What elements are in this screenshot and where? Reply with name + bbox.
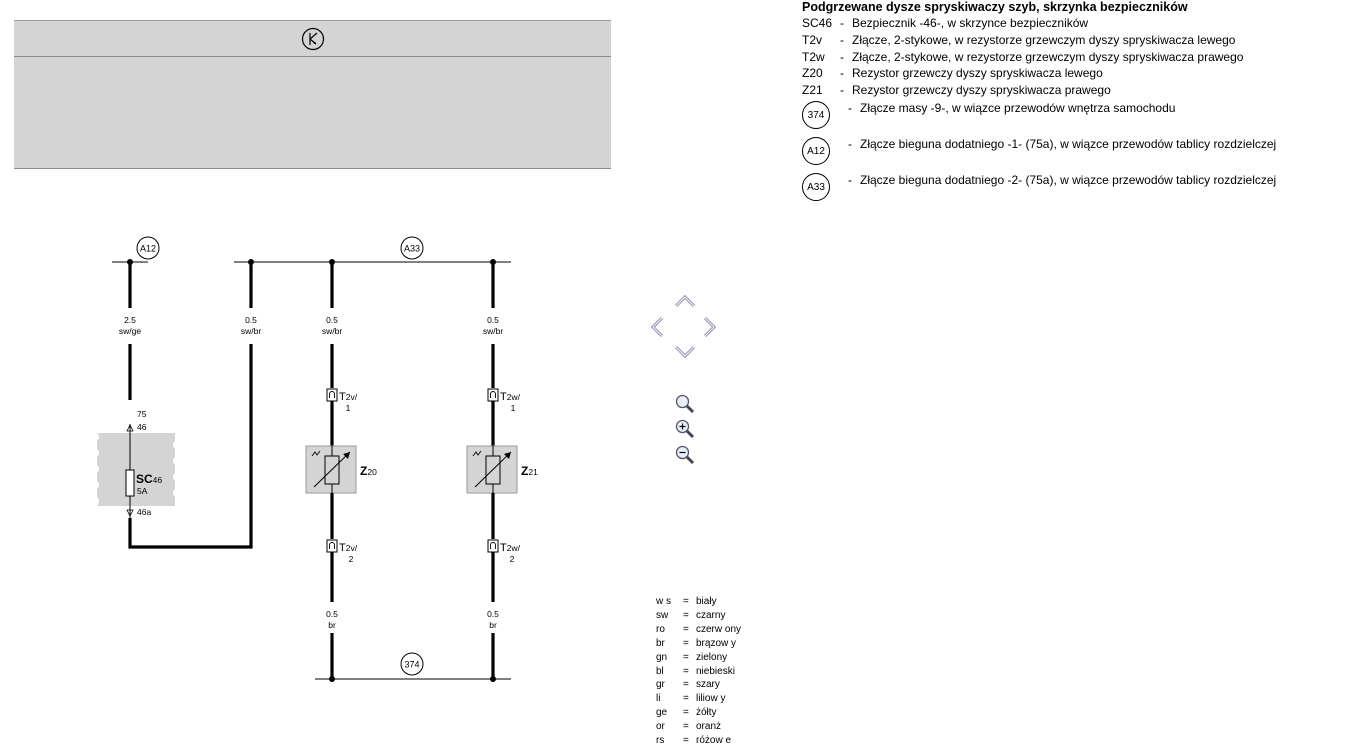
color-row: gn=zielony bbox=[656, 651, 728, 663]
fuse-pin-label: 46a bbox=[137, 507, 151, 517]
diagram-title: Podgrzewane dysze spryskiwaczy szyb, skr… bbox=[802, 0, 1188, 14]
wire-color-legend: w s=biały sw=czarny ro=czerw ony br=brąz… bbox=[656, 595, 741, 748]
legend-row: SC46 - Bezpiecznik -46-, w skrzynce bezp… bbox=[802, 16, 1089, 30]
color-row: or=oranż bbox=[656, 721, 722, 733]
legend-code: T2v bbox=[802, 32, 823, 47]
legend-text: Rezystor grzewczy dyszy spryskiwacza lew… bbox=[852, 66, 1103, 81]
connector-label: T2v/ bbox=[339, 542, 358, 554]
wire-color-label: br bbox=[489, 620, 497, 630]
navigation-controls bbox=[648, 290, 723, 470]
svg-text:374: 374 bbox=[404, 660, 419, 670]
color-row: ge=żółty bbox=[656, 707, 717, 719]
legend-connector-circle: A33 bbox=[802, 172, 830, 201]
wiring-diagram: A12 A33 374 2.5 sw/ge 0.5 sw/br 75 46 SC… bbox=[95, 236, 538, 682]
connector-label: T2w/ bbox=[500, 542, 521, 554]
component-label: Z21 bbox=[521, 464, 538, 478]
legend-text: Złącze bieguna dodatniego -1- (75a), w w… bbox=[860, 136, 1277, 151]
fuse-pin-label: 46 bbox=[137, 422, 147, 432]
color-row: li=liliow y bbox=[656, 693, 726, 705]
fuse-box-area bbox=[97, 433, 175, 506]
color-row: w s=biały bbox=[656, 596, 717, 607]
connector-a33[interactable]: A33 bbox=[400, 236, 424, 260]
color-row: ro=czerw ony bbox=[656, 623, 742, 635]
legend-text: Rezystor grzewczy dyszy spryskiwacza pra… bbox=[852, 83, 1111, 98]
legend-connector-circle: 374 bbox=[802, 100, 830, 129]
connector-a12[interactable]: A12 bbox=[136, 236, 160, 260]
legend-circle-row: A12 - Złącze bieguna dodatniego -1- (75a… bbox=[802, 136, 1276, 171]
connector-pin-label: 1 bbox=[511, 403, 516, 413]
connector-pin-label: 1 bbox=[346, 403, 351, 413]
color-row: gr=szary bbox=[656, 679, 720, 691]
wire-color-label: sw/ge bbox=[119, 326, 141, 336]
pan-left-icon[interactable] bbox=[650, 316, 664, 338]
svg-text:A12: A12 bbox=[140, 244, 156, 254]
wire-size-label: 0.5 bbox=[487, 609, 499, 619]
wire-size-label: 0.5 bbox=[487, 315, 499, 325]
connector-t2w-pin1[interactable] bbox=[487, 388, 499, 402]
connector-t2v-pin2[interactable] bbox=[326, 539, 338, 553]
fuse-box-divider bbox=[14, 56, 611, 57]
wire-color-label: sw/br bbox=[241, 326, 261, 336]
component-label: Z20 bbox=[360, 464, 377, 478]
legend-text: Złącze, 2-stykowe, w rezystorze grzewczy… bbox=[852, 49, 1244, 64]
connector-374[interactable]: 374 bbox=[400, 652, 424, 676]
color-row: bl=niebieski bbox=[656, 665, 735, 677]
heater-resistor-z20[interactable] bbox=[305, 445, 357, 494]
wire-color-label: br bbox=[328, 620, 336, 630]
legend-code: T2w bbox=[802, 49, 825, 64]
connector-pin-label: 2 bbox=[510, 554, 515, 564]
wire-size-label: 2.5 bbox=[124, 315, 136, 325]
pan-down-icon[interactable] bbox=[674, 345, 696, 359]
legend-connector-circle: A12 bbox=[802, 136, 830, 165]
svg-text:A33: A33 bbox=[404, 244, 420, 254]
pan-up-icon[interactable] bbox=[674, 294, 696, 308]
connector-label: T2v/ bbox=[339, 391, 358, 403]
pan-right-icon[interactable] bbox=[703, 316, 717, 338]
zoom-reset-icon[interactable] bbox=[674, 393, 696, 415]
legend-row: T2v - Złącze, 2-stykowe, w rezystorze gr… bbox=[802, 32, 1236, 47]
color-row: sw=czarny bbox=[656, 609, 726, 621]
legend-text: Bezpiecznik -46-, w skrzynce bezpiecznik… bbox=[852, 16, 1089, 30]
wire-color-label: sw/br bbox=[483, 326, 503, 336]
legend-circle-row: A33 - Złącze bieguna dodatniego -2- (75a… bbox=[802, 172, 1276, 207]
color-row: br=brązow y bbox=[656, 637, 737, 649]
fuse-box-panel bbox=[14, 20, 611, 169]
legend-row: Z21 - Rezystor grzewczy dyszy spryskiwac… bbox=[802, 83, 1111, 98]
fuse-pin-label: 75 bbox=[137, 409, 147, 419]
legend-circle-row: 374 - Złącze masy -9-, w wiązce przewodó… bbox=[802, 100, 1276, 135]
legend-text: Złącze masy -9-, w wiązce przewodów wnęt… bbox=[860, 100, 1176, 115]
view-arrow-icon[interactable] bbox=[301, 27, 325, 51]
junction-dots bbox=[127, 259, 496, 682]
zoom-in-icon[interactable] bbox=[674, 418, 696, 440]
connector-label: T2w/ bbox=[500, 391, 521, 403]
legend-code: Z21 bbox=[802, 83, 823, 98]
wire-size-label: 0.5 bbox=[245, 315, 257, 325]
wire-size-label: 0.5 bbox=[326, 315, 338, 325]
wire-fuse-loop[interactable] bbox=[128, 344, 253, 549]
heater-resistor-z21[interactable] bbox=[466, 445, 518, 494]
legend-code: SC46 bbox=[802, 16, 833, 30]
legend-code: Z20 bbox=[802, 66, 823, 81]
zoom-out-icon[interactable] bbox=[674, 444, 696, 466]
fuse-sc46[interactable] bbox=[125, 469, 135, 497]
wire-color-label: sw/br bbox=[322, 326, 342, 336]
wire-size-label: 0.5 bbox=[326, 609, 338, 619]
connector-pin-label: 2 bbox=[349, 554, 354, 564]
legend-row: T2w - Złącze, 2-stykowe, w rezystorze gr… bbox=[802, 49, 1244, 64]
connector-t2v-pin1[interactable] bbox=[326, 388, 338, 402]
connector-t2w-pin2[interactable] bbox=[487, 539, 499, 553]
fuse-name-label: SC46 bbox=[136, 472, 162, 486]
legend-text: Złącze, 2-stykowe, w rezystorze grzewczy… bbox=[852, 32, 1236, 47]
color-row: rs=różow e bbox=[656, 735, 732, 747]
fuse-rating-label: 5A bbox=[137, 486, 148, 496]
legend-row: Z20 - Rezystor grzewczy dyszy spryskiwac… bbox=[802, 66, 1103, 81]
legend-text: Złącze bieguna dodatniego -2- (75a), w w… bbox=[860, 172, 1277, 187]
component-legend: Podgrzewane dysze spryskiwaczy szyb, skr… bbox=[802, 0, 1276, 207]
